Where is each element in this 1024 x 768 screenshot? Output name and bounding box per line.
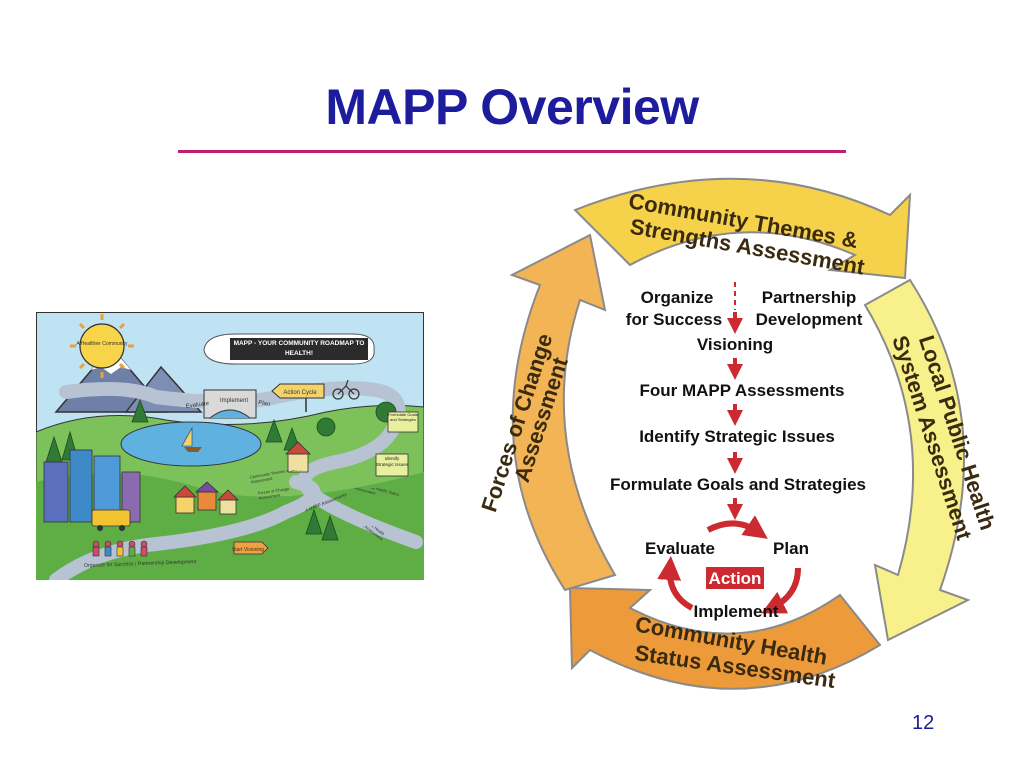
road-label-themes: Community Themes & Strengths Assessment: [250, 470, 308, 485]
action-cycle-sign: [271, 383, 325, 412]
action-badge-label: Action: [709, 569, 762, 588]
people-group-icon: [92, 540, 148, 557]
action-cycle-arrow-left: [657, 556, 694, 611]
roadmap-banner: MAPP - YOUR COMMUNITY ROADMAP TO HEALTH!: [203, 333, 375, 365]
road-word-evaluate: Evaluate: [185, 401, 210, 410]
road-word-plan: Plan: [258, 400, 271, 408]
road-label-forces: Forces of Change Assessment: [258, 488, 290, 501]
road-word-implement: Implement: [220, 398, 248, 404]
issues-sign: [375, 453, 409, 477]
school-bus-icon: [91, 509, 131, 531]
center-partnership-line1: Partnership: [762, 288, 856, 307]
center-goals: Formulate Goals and Strategies: [610, 475, 866, 494]
road-label-lphs: Local Public Health System Assessment: [353, 526, 386, 542]
sailboat-icon: [181, 426, 202, 452]
goals-sign: [387, 411, 419, 433]
center-implement: Implement: [693, 602, 778, 621]
start-visioning-sign: [233, 541, 269, 555]
arrow-forces-of-change: [509, 233, 617, 592]
sun-label: A Healthier Community: [76, 341, 128, 347]
arrow-community-themes: [573, 177, 912, 280]
action-cycle-arrow-top: [706, 515, 768, 539]
mapp-roadmap-illustration: A Healthier Community MAPP - YOUR COMMUN…: [36, 312, 424, 580]
page-number: 12: [912, 712, 935, 734]
center-partnership-line2: Development: [756, 310, 863, 329]
goals-sign-label: Formulate Goals and Strategies: [388, 412, 418, 422]
center-plan: Plan: [773, 539, 809, 558]
mapp-cycle-diagram: Community Themes & Strengths Assessment …: [480, 177, 1000, 693]
center-visioning: Visioning: [697, 335, 773, 354]
center-strategic-issues: Identify Strategic Issues: [639, 427, 835, 446]
center-evaluate: Evaluate: [645, 539, 715, 558]
center-organize-line2: for Success: [626, 310, 722, 329]
action-cycle-label: Action Cycle: [283, 390, 317, 396]
map-bottom-caption: Organize for Success / Partnership Devel…: [84, 559, 197, 569]
slide-title: MAPP Overview: [325, 79, 699, 135]
start-visioning-label: Start Visioning: [232, 547, 264, 553]
action-badge: [706, 567, 764, 589]
action-cycle-arrow-right: [761, 567, 801, 614]
arrow-community-health-status: [568, 586, 882, 690]
road-label-health: Community Health Status Assessment: [354, 488, 401, 498]
banner-text: MAPP - YOUR COMMUNITY ROADMAP TO HEALTH!: [233, 340, 365, 357]
center-organize-line1: Organize: [641, 288, 714, 307]
sun-icon: [70, 314, 134, 378]
arrow-local-public-health: [863, 278, 971, 642]
road-lower: [49, 475, 321, 580]
village-houses: [173, 441, 311, 515]
bicycle-icon: [332, 379, 360, 400]
center-four-assessments: Four MAPP Assessments: [639, 381, 844, 400]
issues-sign-label: Identify Strategic Issues: [376, 456, 408, 467]
title-underline: [178, 150, 846, 153]
